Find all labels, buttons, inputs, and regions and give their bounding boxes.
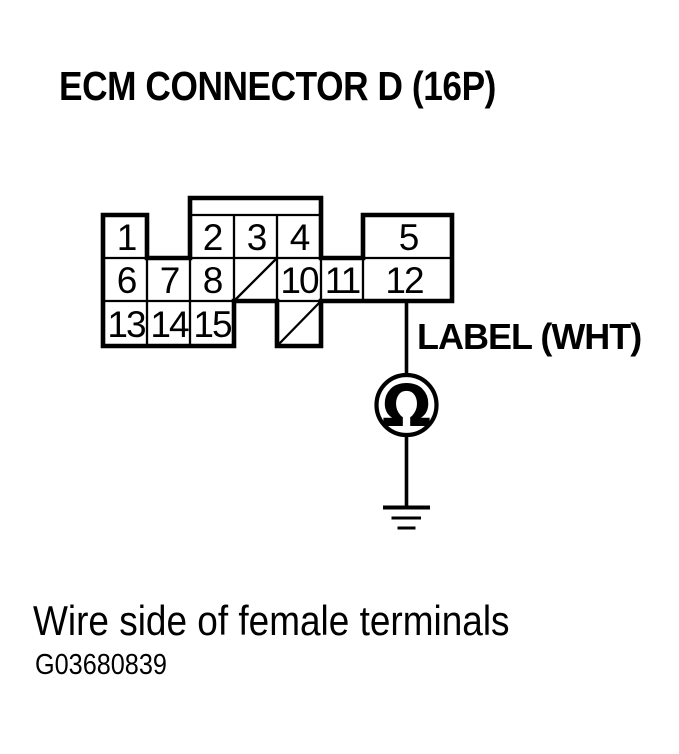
pin-14-label: 14 [150, 304, 189, 345]
wire-color-label: LABEL (WHT) [417, 316, 642, 357]
connector-inner-grid-lines [103, 213, 452, 346]
ground-symbol [383, 505, 430, 530]
pin-5-label: 5 [399, 217, 419, 258]
pin-6-label: 6 [117, 260, 136, 301]
diagram-title: ECM CONNECTOR D (16P) [59, 63, 497, 109]
pin-15-label: 15 [193, 304, 232, 345]
figure-id: G03680839 [35, 649, 167, 681]
ohm-omega-glyph: Ω [382, 372, 431, 440]
pin-13-label: 13 [107, 304, 145, 345]
pin-7-label: 7 [160, 260, 179, 301]
pin-1-label: 1 [117, 217, 136, 258]
pin-11-label: 11 [325, 260, 360, 301]
connector-outline [100, 195, 455, 349]
pin-3-label: 3 [247, 217, 266, 258]
empty-pin-slash-9 [234, 258, 277, 301]
empty-pin-slash-16 [277, 301, 321, 346]
diagram-caption: Wire side of female terminals [33, 597, 510, 644]
pin-12-label: 12 [385, 260, 423, 301]
pin-2-label: 2 [203, 217, 222, 258]
pin-4-label: 4 [290, 217, 310, 258]
pin-10-label: 10 [280, 260, 319, 301]
pin-8-label: 8 [203, 260, 222, 301]
